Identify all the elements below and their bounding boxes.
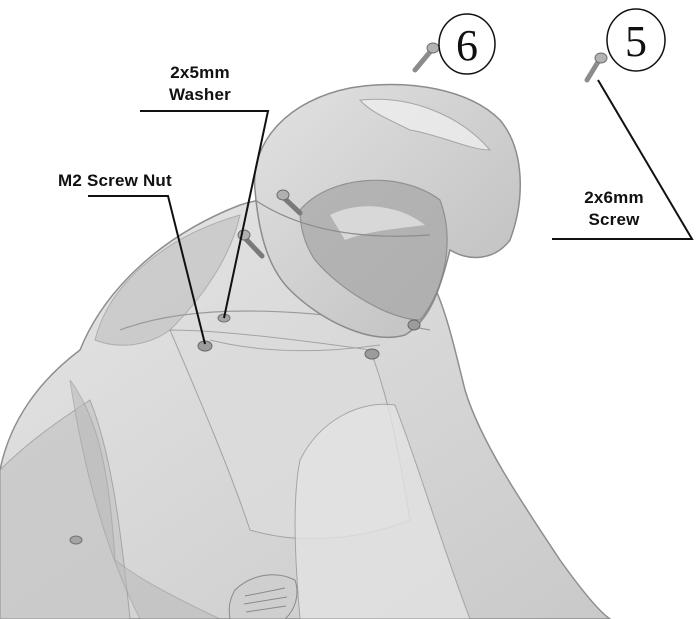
screw-name: Screw — [578, 210, 650, 230]
washer-size: 2x5mm — [160, 63, 240, 83]
step-6-badge: 6 — [439, 14, 495, 74]
step-6-number: 6 — [456, 21, 478, 70]
washer-label: 2x5mm Washer — [160, 63, 240, 105]
nut-label: M2 Screw Nut — [58, 171, 172, 191]
screw-size: 2x6mm — [578, 188, 650, 208]
step-5-number: 5 — [625, 17, 647, 66]
washer-name: Washer — [160, 85, 240, 105]
loose-screw-step5 — [587, 53, 607, 80]
step-5-badge: 5 — [607, 9, 665, 71]
nut-name: M2 Screw Nut — [58, 171, 172, 190]
loose-screw-step6 — [415, 43, 439, 70]
screw-label: 2x6mm Screw — [578, 188, 650, 230]
